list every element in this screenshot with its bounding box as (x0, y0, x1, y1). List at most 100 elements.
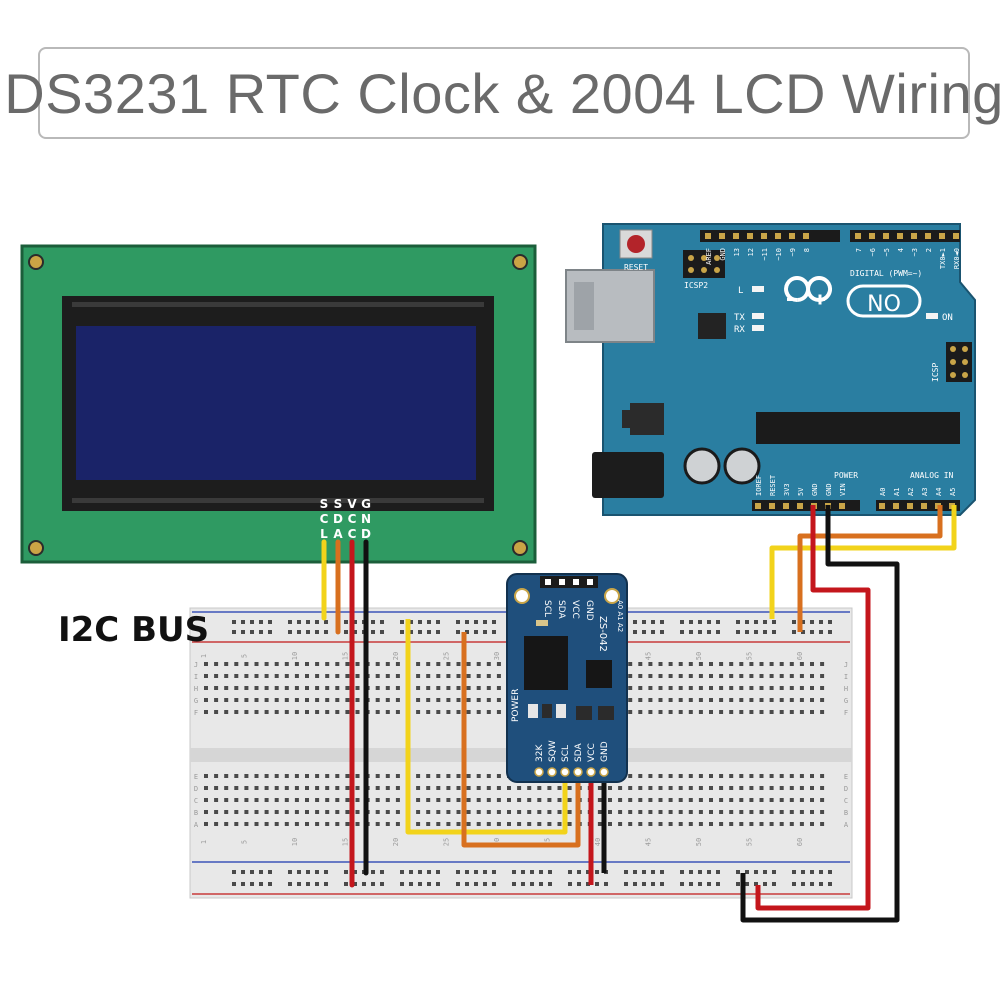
breadboard-hole (466, 810, 471, 814)
breadboard-hole (234, 822, 239, 826)
capacitor (723, 447, 761, 485)
breadboard-hole (819, 620, 823, 624)
breadboard-hole (530, 870, 534, 874)
top-header-pins (705, 233, 959, 239)
breadboard-hole (668, 810, 673, 814)
breadboard-hole (395, 698, 400, 702)
breadboard-hole (294, 774, 299, 778)
breadboard-hole (799, 822, 804, 826)
breadboard-hole (474, 630, 478, 634)
power-header (752, 500, 860, 511)
breadboard-hole (577, 882, 581, 886)
breadboard-hole (315, 870, 319, 874)
breadboard-hole (400, 870, 404, 874)
breadboard-hole (224, 710, 229, 714)
breadboard-hole (416, 686, 421, 690)
header-pin (921, 503, 927, 509)
rtc-model-label: ZS-042 (597, 616, 608, 652)
breadboard-hole (698, 822, 703, 826)
breadboard-hole (658, 786, 663, 790)
breadboard-hole (828, 620, 832, 624)
breadboard-hole (324, 870, 328, 874)
breadboard-hole (325, 698, 330, 702)
breadboard-hole (250, 620, 254, 624)
breadboard-hole (436, 798, 441, 802)
breadboard-hole (709, 710, 713, 714)
breadboard-hole (353, 630, 357, 634)
breadboard-hole (658, 810, 663, 814)
breadboard-hole (476, 698, 481, 702)
breadboard-hole (597, 798, 602, 802)
breadboard-hole (486, 822, 491, 826)
breadboard-holes (204, 620, 832, 886)
top-pin-label: ~10 (775, 248, 783, 261)
breadboard-hole (763, 620, 767, 624)
lcd-pin-label: G (361, 497, 371, 511)
breadboard-hole (355, 662, 360, 666)
breadboard-hole (355, 810, 360, 814)
breadboard-hole (335, 698, 340, 702)
breadboard-hole (486, 662, 491, 666)
breadboard-hole (436, 630, 440, 634)
breadboard-hole (658, 674, 663, 678)
bb-col-number: 10 (291, 838, 299, 846)
breadboard-hole (810, 882, 814, 886)
lcd-pin-label: S (334, 497, 343, 511)
breadboard-hole (668, 698, 673, 702)
breadboard-hole (548, 882, 552, 886)
breadboard-hole (799, 662, 804, 666)
breadboard-hole (244, 686, 249, 690)
breadboard-hole (324, 620, 328, 624)
rtc-bottom-pin-label: SQW (548, 740, 558, 762)
breadboard-hole (232, 870, 236, 874)
on-label: ON (942, 313, 953, 323)
breadboard-hole (507, 822, 511, 826)
breadboard-hole (284, 686, 289, 690)
breadboard-hole (456, 882, 460, 886)
lcd-mount-hole (28, 254, 44, 270)
rtc-mount-hole (514, 588, 530, 604)
header-pin (733, 233, 739, 239)
breadboard-hole (678, 798, 683, 802)
title-box: DS3231 RTC Clock & 2004 LCD Wiring (4, 47, 1001, 139)
breadboard-hole (820, 674, 825, 678)
header-pin (855, 233, 861, 239)
breadboard-hole (749, 674, 754, 678)
breadboard-hole (259, 620, 263, 624)
breadboard-hole (678, 774, 683, 778)
rtc-top-pin-label: SDA (556, 600, 566, 619)
breadboard-hole (624, 882, 628, 886)
breadboard-hole (648, 810, 653, 814)
led-tx (752, 313, 764, 319)
breadboard-hole (315, 882, 319, 886)
breadboard-hole (250, 882, 254, 886)
breadboard-hole (810, 810, 814, 814)
breadboard-hole (426, 698, 431, 702)
rtc-bottom-pin-label: SCL (561, 745, 571, 762)
breadboard-hole (769, 822, 774, 826)
breadboard-hole (618, 822, 623, 826)
breadboard-hole (769, 686, 774, 690)
breadboard-hole (436, 882, 440, 886)
breadboard-hole (739, 822, 744, 826)
breadboard-hole (819, 870, 823, 874)
breadboard-hole (409, 870, 413, 874)
reset-button[interactable] (627, 235, 645, 253)
lcd-pin-label: L (320, 527, 328, 541)
breadboard-hole (779, 798, 784, 802)
lcd-pin-label: V (347, 497, 357, 511)
breadboard-hole (456, 786, 461, 790)
breadboard-hole (512, 870, 516, 874)
breadboard-hole (234, 698, 239, 702)
breadboard-hole (567, 798, 572, 802)
breadboard-hole (436, 620, 440, 624)
breadboard-hole (315, 698, 320, 702)
breadboard-hole (642, 630, 646, 634)
breadboard-hole (375, 686, 380, 690)
breadboard-hole (651, 882, 655, 886)
breadboard-hole (789, 662, 794, 666)
breadboard-hole (446, 810, 451, 814)
breadboard-hole (214, 710, 219, 714)
breadboard-hole (749, 822, 754, 826)
breadboard-hole (305, 774, 309, 778)
